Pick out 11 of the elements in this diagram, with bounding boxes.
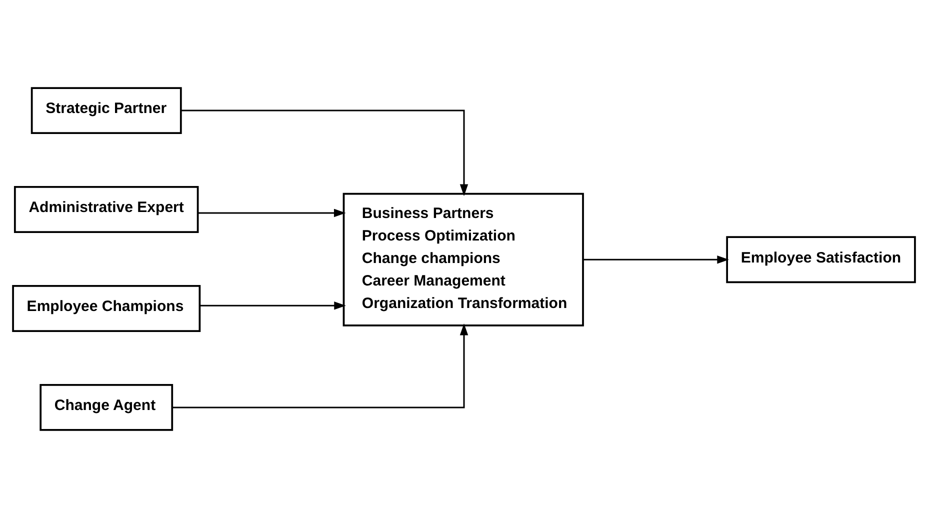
node-box: Business Partners Process Optimization Change champions Career Management Organization Transformation [342,192,584,326]
arrow [198,208,346,217]
node-box: Administrative Expert [14,186,199,232]
arrow [172,322,468,408]
arrow [200,301,346,310]
node-box: Employee Champions [12,284,201,332]
node-box: Employee Satisfaction [726,236,916,283]
node-box: Strategic Partner [30,86,182,134]
arrow [180,109,468,196]
arrow [583,255,729,264]
node-box: Change Agent [40,383,174,430]
